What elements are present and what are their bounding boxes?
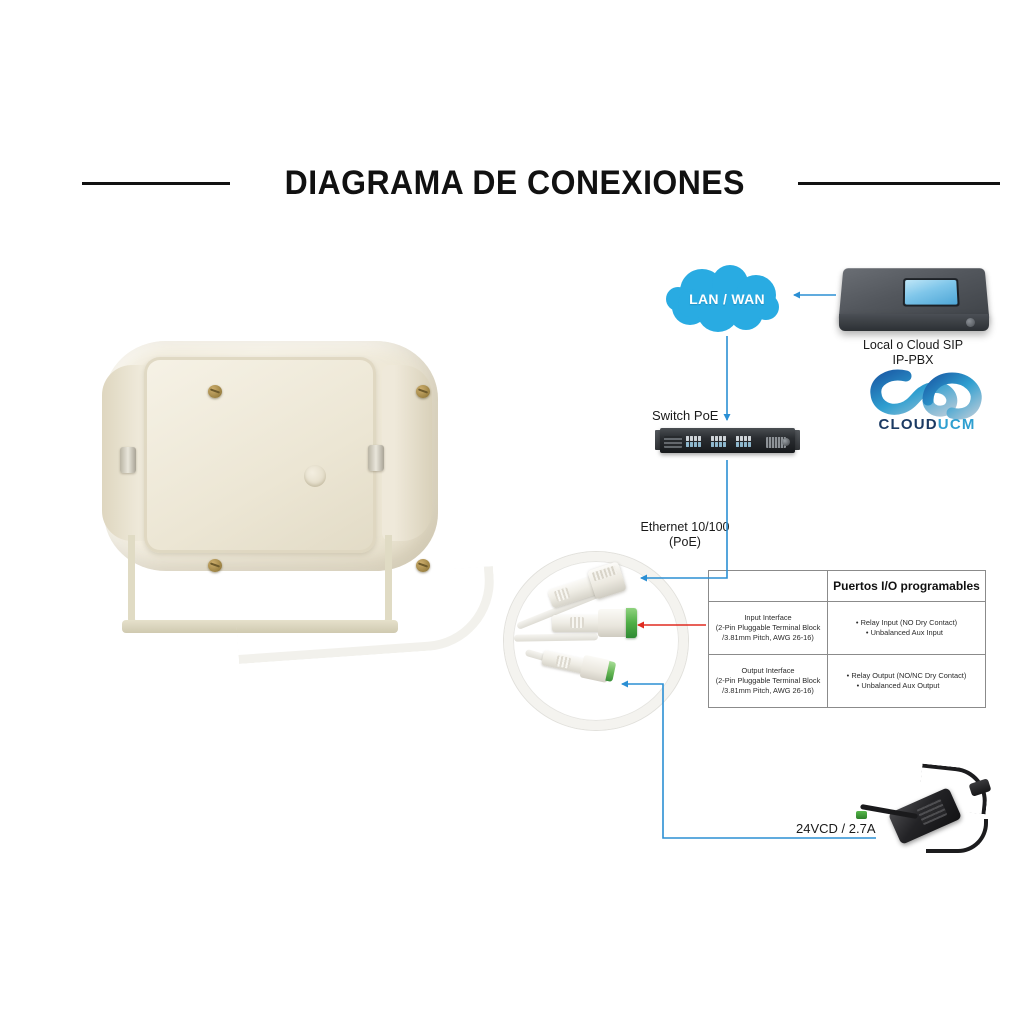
ethernet-label-line1: Ethernet 10/100: [640, 520, 730, 534]
input-interface-line2: (2-Pin Pluggable Terminal Block: [715, 623, 821, 632]
speaker-center-boss: [304, 465, 326, 487]
power-adapter-label: 24VCD / 2.7A: [796, 821, 876, 836]
table-header-blank: [708, 570, 828, 602]
logo-text-cloud: CLOUD: [878, 416, 938, 433]
output-ports-cell: Relay Output (NO/NC Dry Contact) Unbalan…: [827, 654, 986, 708]
pbx-front-face: [839, 314, 989, 331]
pbx-indicator: [966, 318, 975, 327]
coiled-cable: [504, 552, 688, 730]
page-title-bar: DIAGRAMA DE CONEXIONES: [0, 160, 1024, 206]
cable-connector-cluster: [496, 548, 696, 730]
bracket-clip-left: [120, 447, 136, 473]
switch-chassis: [660, 428, 795, 453]
title-rule-left: [82, 181, 231, 185]
page-title: DIAGRAMA DE CONEXIONES: [284, 163, 746, 202]
input-interface-line1: Input Interface: [744, 613, 792, 622]
switch-power-indicator: [782, 438, 790, 446]
switch-brand-mark: [664, 436, 682, 448]
speaker-cable: [233, 566, 499, 664]
screw-icon: [416, 385, 430, 398]
screw-icon: [416, 559, 430, 572]
clouducm-wordmark: CLOUDUCM: [866, 416, 988, 433]
screw-icon: [208, 559, 222, 572]
switch-uplink-ports: [766, 437, 786, 448]
cloud-label: LAN / WAN: [689, 291, 765, 307]
ethernet-label: Ethernet 10/100 (PoE): [620, 520, 750, 550]
table-header-main: Puertos I/O programables: [827, 570, 986, 602]
clouducm-logo: CLOUDUCM: [866, 366, 988, 438]
input-interface-cell: Input Interface (2-Pin Pluggable Termina…: [708, 601, 828, 655]
output-interface-line2: (2-Pin Pluggable Terminal Block: [715, 676, 821, 685]
pbx-label-line2: IP-PBX: [892, 353, 934, 367]
output-interface-line1: Output Interface: [741, 666, 795, 675]
pbx-label: Local o Cloud SIP IP-PBX: [825, 338, 1001, 368]
title-rule-right: [797, 181, 1000, 185]
logo-text-ucm: UCM: [937, 416, 976, 433]
poe-switch-icon: [655, 425, 800, 457]
input-ports-cell: Relay Input (NO Dry Contact) Unbalanced …: [827, 601, 986, 655]
input-bullet-2: Unbalanced Aux Input: [856, 628, 957, 638]
terminal-block-connector-icon: [552, 608, 638, 638]
horn-speaker-icon: [86, 335, 499, 665]
output-interface-line3: /3.81mm Pitch, AWG 26-16): [722, 686, 814, 695]
output-bullet-1: Relay Output (NO/NC Dry Contact): [847, 671, 966, 681]
table-row: Output Interface (2-Pin Pluggable Termin…: [708, 654, 986, 708]
pbx-screen: [902, 278, 960, 307]
speaker-back-plate: [144, 357, 430, 572]
io-ports-table: Puertos I/O programables Input Interface…: [708, 570, 986, 708]
mounting-bracket-foot: [122, 620, 398, 633]
screw-icon: [208, 385, 222, 398]
output-interface-cell: Output Interface (2-Pin Pluggable Termin…: [708, 654, 828, 708]
ip-pbx-device-icon: Local o Cloud SIP IP-PBX: [833, 262, 993, 367]
table-row: Input Interface (2-Pin Pluggable Termina…: [708, 601, 986, 655]
switch-port-bank: [686, 436, 762, 449]
power-adapter-icon: [856, 763, 996, 861]
input-interface-line3: /3.81mm Pitch, AWG 26-16): [722, 633, 814, 642]
input-bullet-1: Relay Input (NO Dry Contact): [856, 618, 958, 628]
table-header-row: Puertos I/O programables: [708, 570, 986, 602]
output-bullet-2: Unbalanced Aux Output: [847, 681, 967, 691]
cloud-icon: LAN / WAN: [666, 265, 788, 337]
switch-rack-ear-right: [794, 430, 800, 450]
pbx-label-line1: Local o Cloud SIP: [862, 338, 964, 352]
bracket-clip-right: [368, 445, 384, 471]
switch-rack-ear-left: [655, 430, 661, 450]
switch-label: Switch PoE: [652, 408, 719, 423]
dc-output-tip: [856, 811, 867, 819]
